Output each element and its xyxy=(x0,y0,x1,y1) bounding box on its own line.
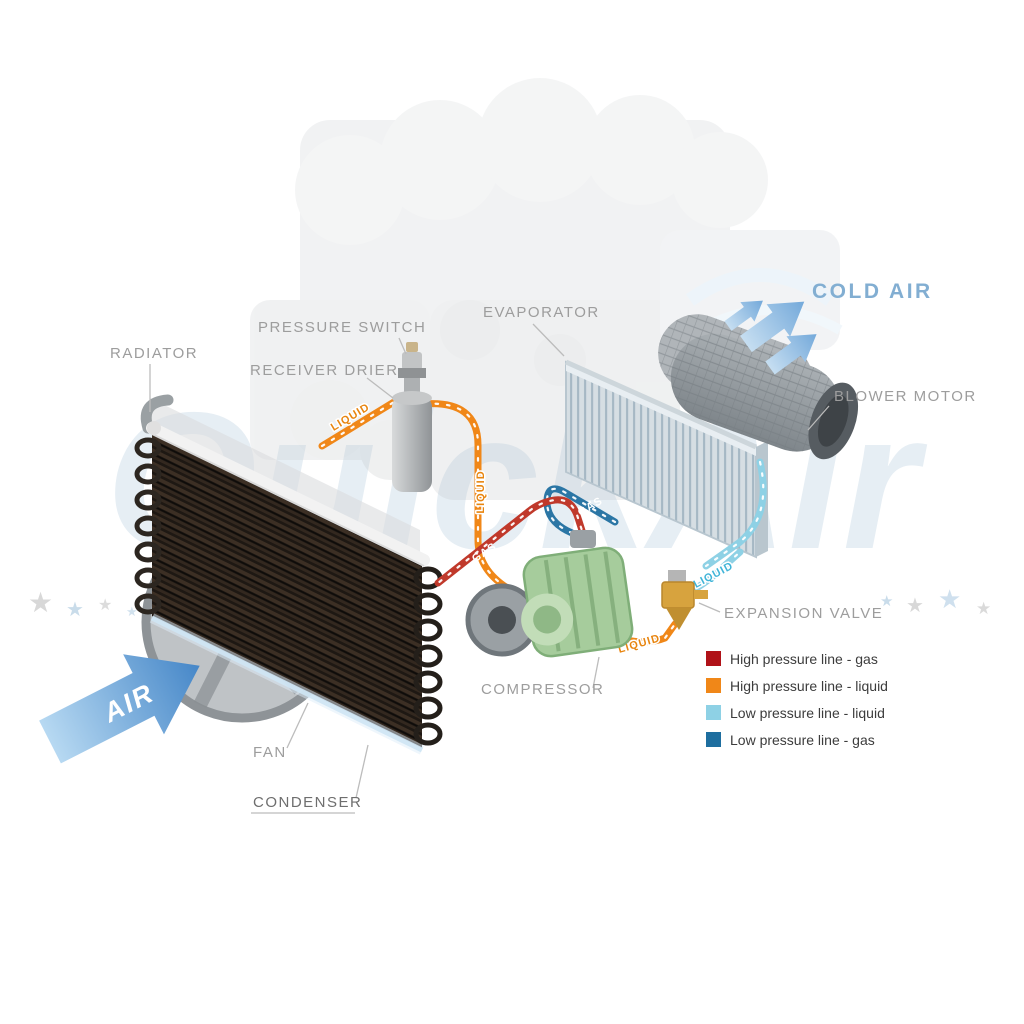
legend-swatch-low-gas xyxy=(706,732,721,747)
legend-label: Low pressure line - liquid xyxy=(730,705,885,721)
star-icon: ★ xyxy=(880,592,893,610)
legend-item: High pressure line - liquid xyxy=(706,678,888,694)
star-icon: ★ xyxy=(28,586,53,619)
expansion-valve xyxy=(661,570,708,630)
label-cold-air: COLD AIR xyxy=(812,280,933,303)
label-radiator: RADIATOR xyxy=(110,345,198,362)
legend-label: High pressure line - gas xyxy=(730,651,878,667)
label-evaporator: EVAPORATOR xyxy=(483,304,600,321)
star-icon: ★ xyxy=(938,585,961,615)
label-receiver-drier: RECEIVER DRIER xyxy=(250,362,399,379)
label-condenser: CONDENSER xyxy=(253,794,362,811)
legend-item: Low pressure line - gas xyxy=(706,732,875,748)
condenser-tube-loops-right xyxy=(413,566,443,746)
star-icon: ★ xyxy=(976,599,991,619)
condenser-tube-loops-left xyxy=(134,437,162,615)
label-compressor: COMPRESSOR xyxy=(481,681,604,698)
blower-motor xyxy=(658,314,859,460)
star-icon: ★ xyxy=(906,593,924,617)
legend-swatch-low-liquid xyxy=(706,705,721,720)
legend-label: High pressure line - liquid xyxy=(730,678,888,694)
legend-item: High pressure line - gas xyxy=(706,651,878,667)
star-icon: ★ xyxy=(66,597,84,621)
legend-swatch-high-liquid xyxy=(706,678,721,693)
label-blower-motor: BLOWER MOTOR xyxy=(834,388,977,405)
condenser xyxy=(134,421,443,755)
star-icon: ★ xyxy=(126,605,138,620)
label-fan: FAN xyxy=(253,744,287,761)
pipe-high-gas xyxy=(434,496,589,587)
legend: High pressure line - gas High pressure l… xyxy=(706,651,888,748)
cold-air-arrows xyxy=(724,300,817,375)
pressure-switch xyxy=(402,352,422,370)
label-expansion-valve: EXPANSION VALVE xyxy=(724,605,883,622)
component-labels: RADIATOR PRESSURE SWITCH RECEIVER DRIER … xyxy=(110,280,977,811)
label-pressure-switch: PRESSURE SWITCH xyxy=(258,319,426,336)
compressor xyxy=(465,530,634,658)
legend-swatch-high-gas xyxy=(706,651,721,666)
engine-background xyxy=(250,78,843,500)
legend-item: Low pressure line - liquid xyxy=(706,705,885,721)
pressure-switch-tip xyxy=(406,342,418,352)
receiver-drier xyxy=(392,342,432,492)
leader-lines xyxy=(149,323,830,814)
star-icon: ★ xyxy=(98,595,112,614)
legend-label: Low pressure line - gas xyxy=(730,732,875,748)
pipe-label-liquid-2: LIQUID xyxy=(475,470,487,513)
